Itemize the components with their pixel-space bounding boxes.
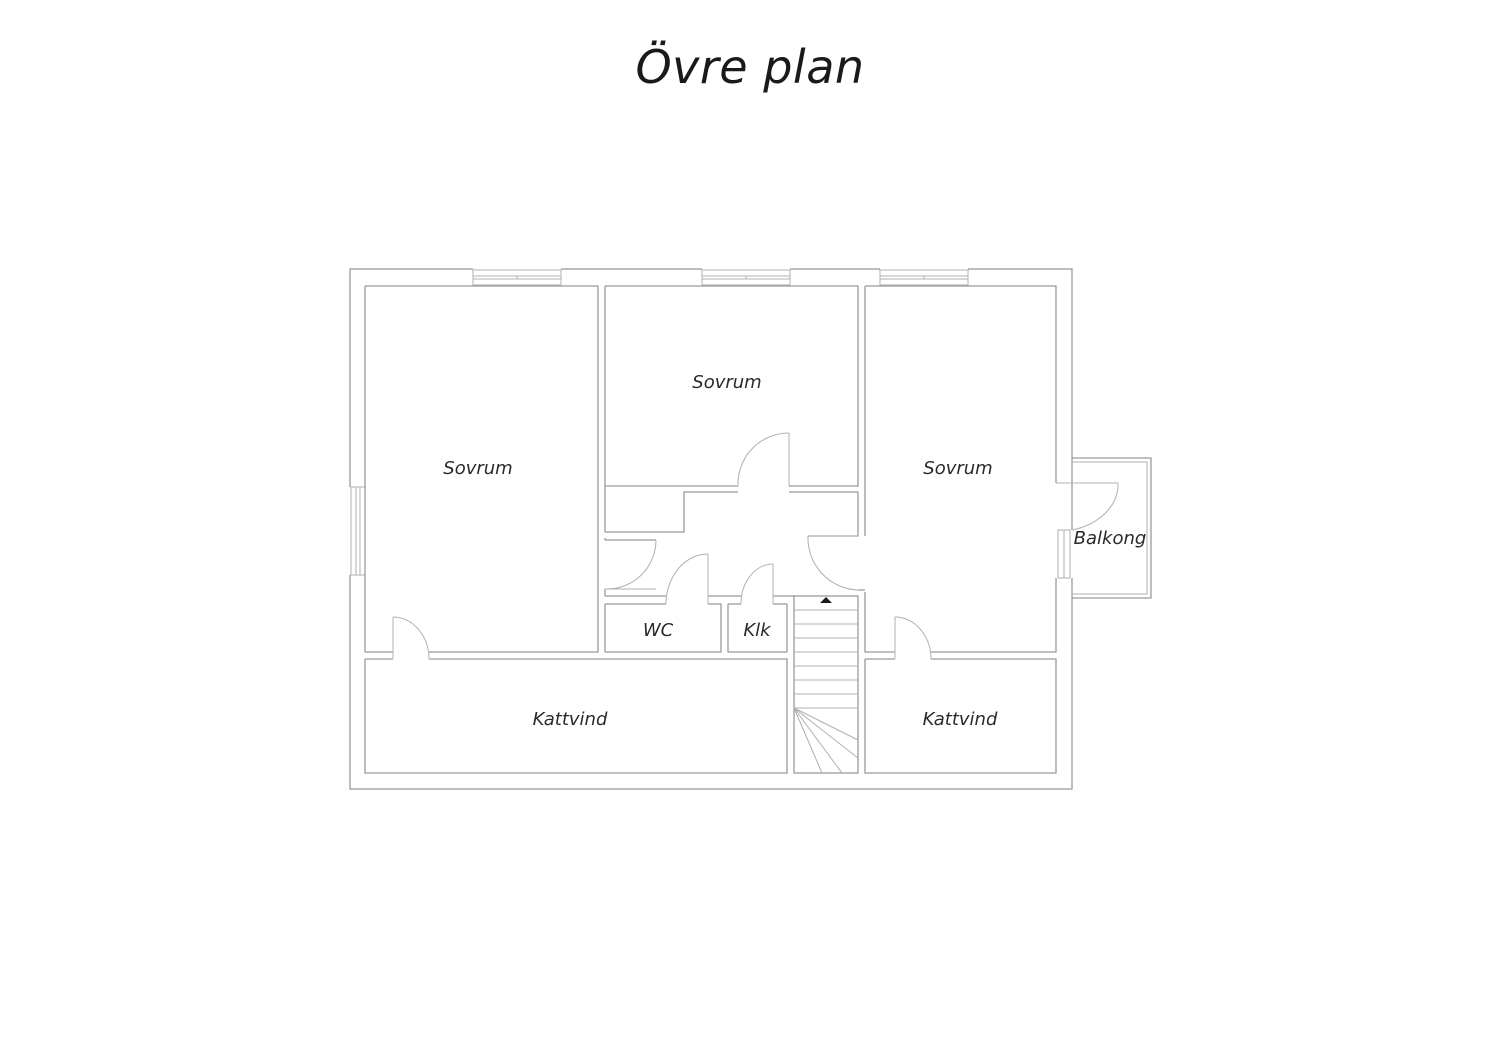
door-bedroom-left[interactable] [604, 539, 657, 590]
label-closet: Klk [743, 620, 772, 641]
room-attic-right [864, 658, 1057, 774]
door-closet[interactable] [740, 563, 774, 605]
room-closet [727, 603, 788, 653]
label-bedroom-right: Sovrum [923, 458, 992, 479]
door-bedroom-middle[interactable] [737, 432, 790, 487]
room-attic-left [364, 658, 788, 774]
window-top-left [472, 268, 562, 286]
door-attic-left[interactable] [392, 616, 430, 660]
label-bedroom-left: Sovrum [443, 458, 512, 479]
label-bedroom-middle: Sovrum [692, 372, 761, 393]
label-wc: WC [643, 620, 674, 641]
stair-arrow-icon [820, 597, 832, 603]
door-bedroom-right[interactable] [807, 535, 859, 591]
window-top-middle [701, 268, 791, 286]
label-attic-right: Kattvind [923, 709, 998, 730]
door-balcony[interactable] [1056, 482, 1119, 531]
page-title: Övre plan [635, 40, 865, 94]
room-bedroom-right [864, 285, 1057, 653]
hall-walls [604, 486, 865, 597]
room-bedroom-left [364, 285, 599, 653]
label-attic-left: Kattvind [533, 709, 608, 730]
balcony [1055, 457, 1152, 599]
window-left [349, 486, 367, 576]
staircase [793, 595, 859, 774]
room-wc [604, 603, 722, 653]
label-balcony: Balkong [1074, 528, 1147, 549]
door-attic-right[interactable] [894, 616, 932, 660]
door-wc[interactable] [665, 553, 709, 605]
window-top-right [879, 268, 969, 286]
